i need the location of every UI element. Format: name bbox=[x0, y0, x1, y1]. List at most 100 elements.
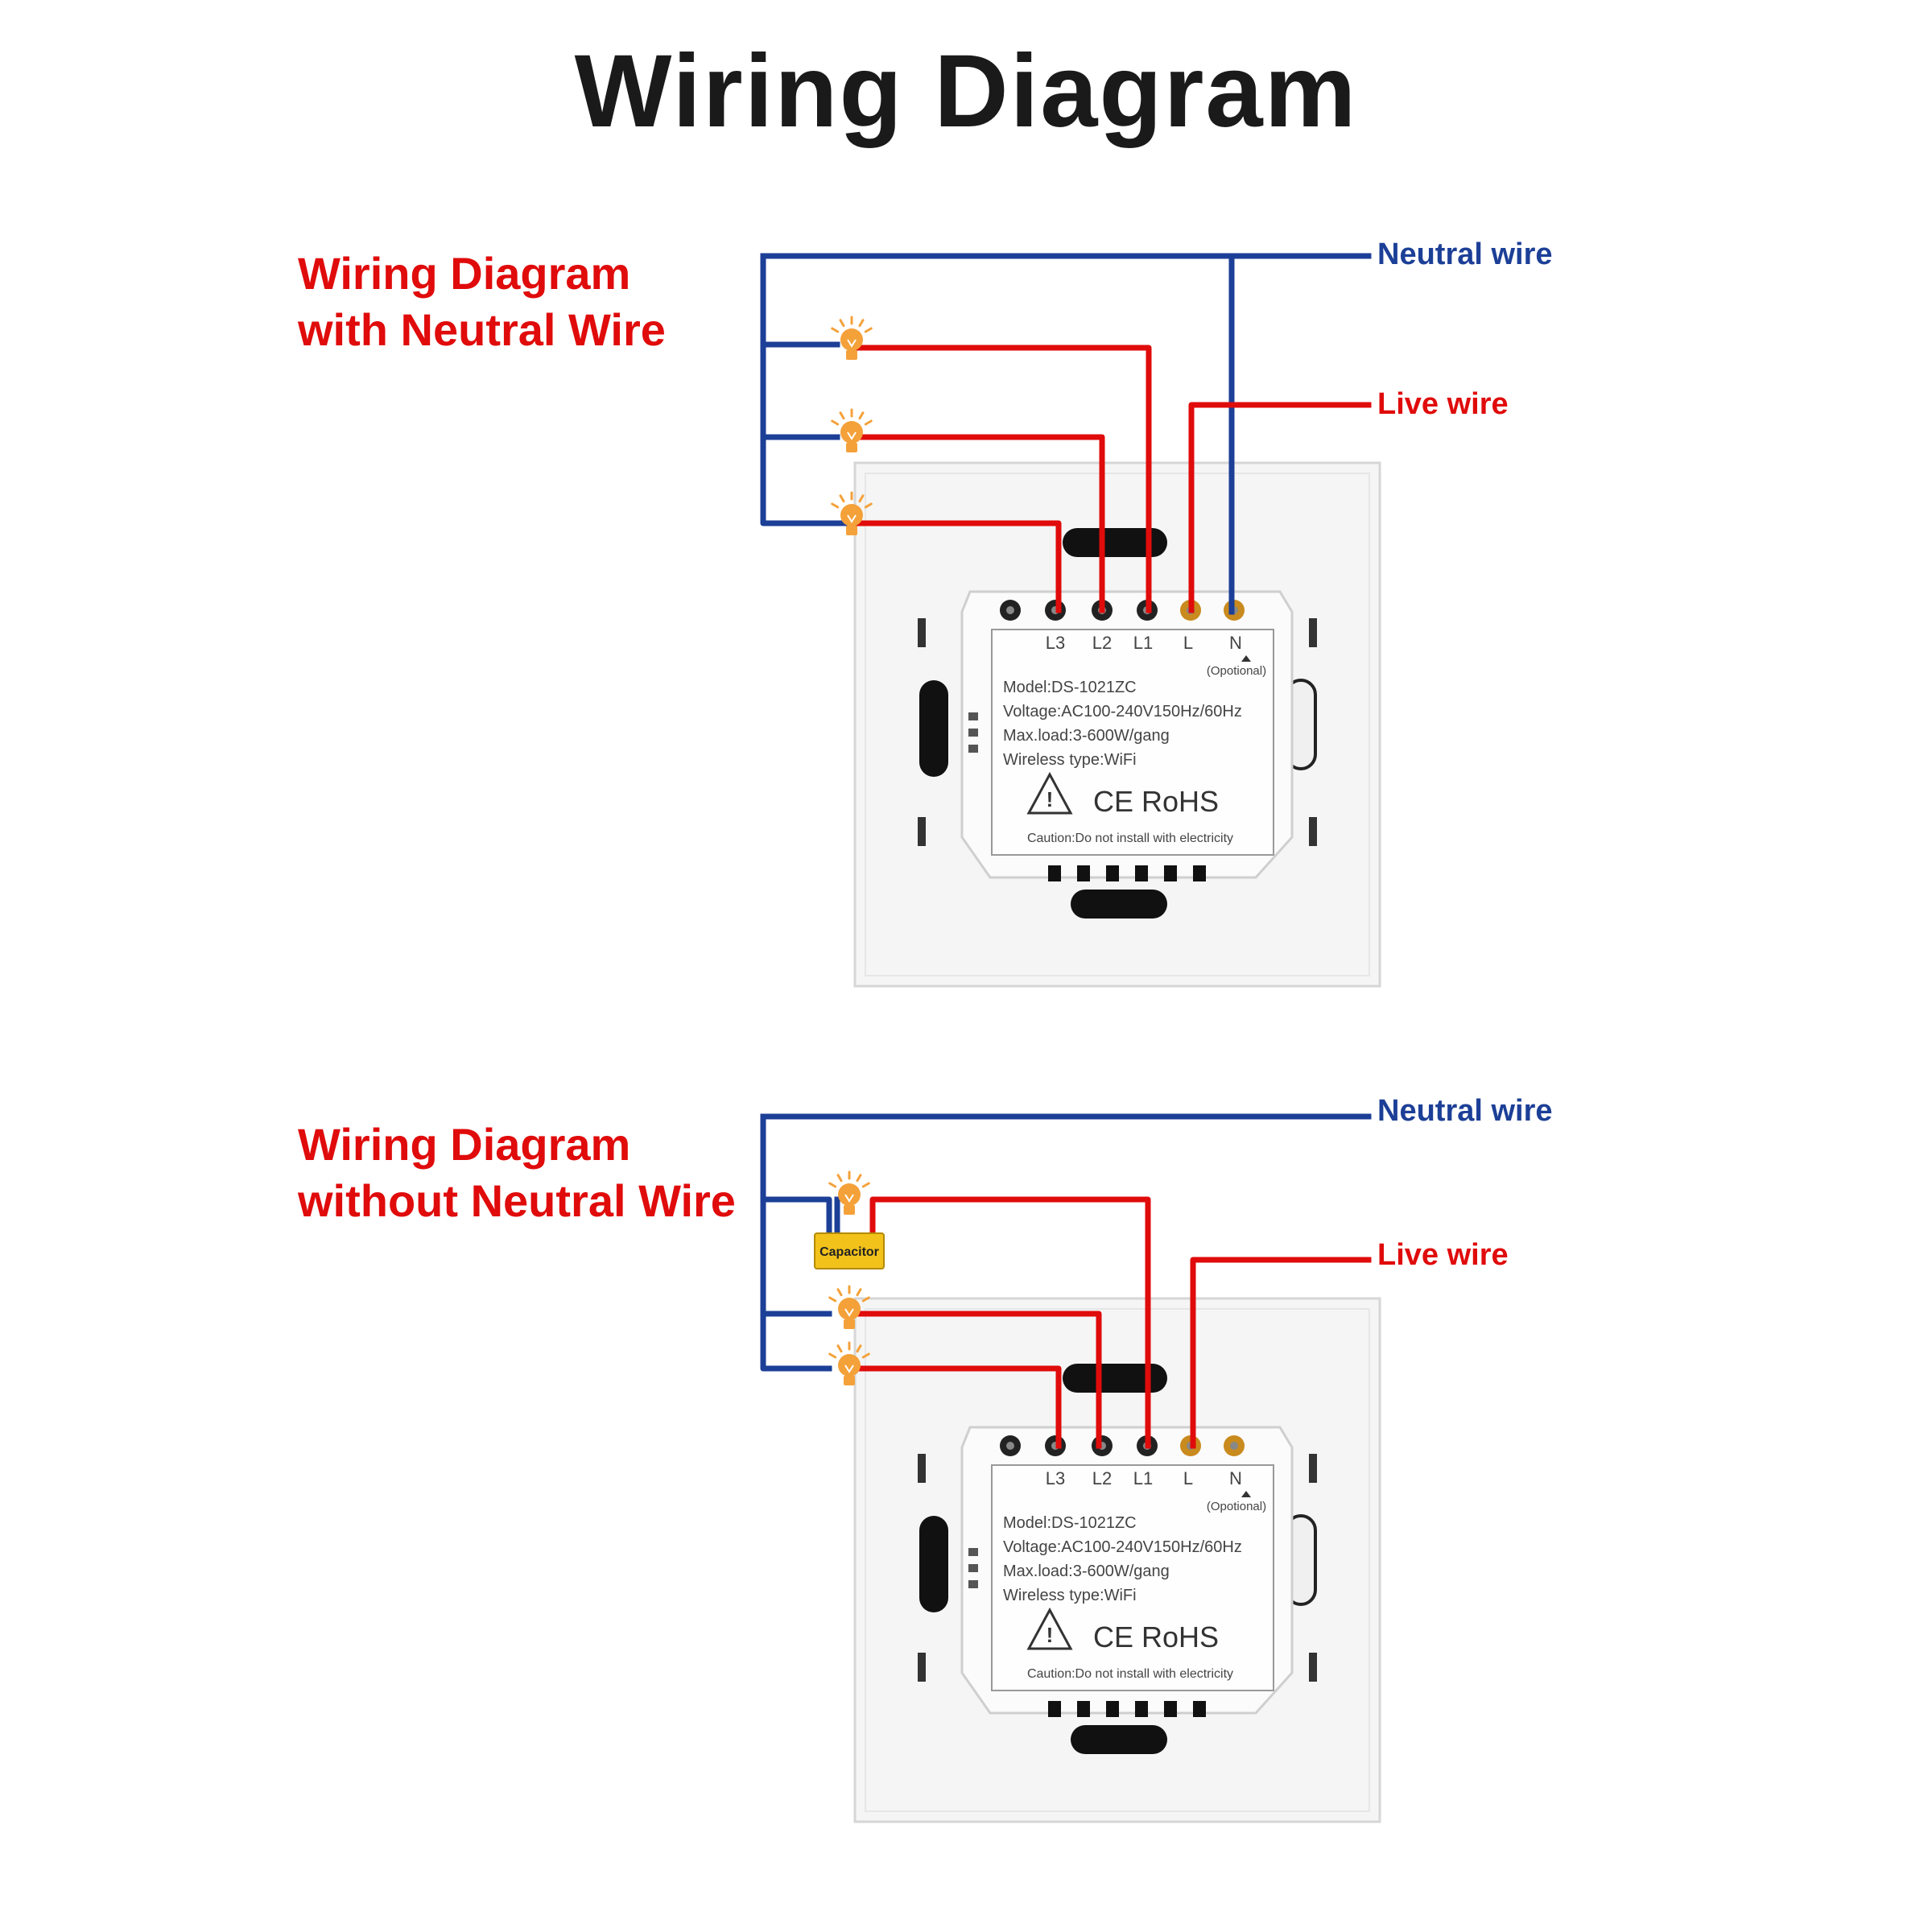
capacitor-label: Capacitor bbox=[819, 1245, 879, 1259]
warning-exclamation: ! bbox=[1046, 787, 1054, 811]
vent-slot bbox=[1193, 1701, 1206, 1717]
bulb-glass bbox=[838, 1298, 861, 1320]
bulb-ray bbox=[836, 1288, 843, 1297]
diagram-2-title: Wiring Diagram without Neutral Wire bbox=[298, 1117, 736, 1229]
bulb-ray bbox=[831, 502, 840, 509]
terminal-label-l: L bbox=[1183, 633, 1193, 653]
diagram-1-title-line2: with Neutral Wire bbox=[298, 304, 666, 355]
caution-text: Caution:Do not install with electricity bbox=[1027, 832, 1233, 845]
bulb-glass bbox=[838, 1183, 861, 1206]
warning-triangle-icon bbox=[1026, 1607, 1073, 1650]
terminal-label-n: N bbox=[1229, 1468, 1242, 1488]
model-text: Model:DS-1021ZC bbox=[1003, 679, 1137, 696]
live-wire-to-switch bbox=[1190, 1257, 1372, 1449]
bulb-glass bbox=[840, 328, 863, 351]
max-load-text: Max.load:3-600W/gang bbox=[1003, 1563, 1170, 1580]
certification-marks: CE RoHS bbox=[1093, 1620, 1219, 1653]
live-wire-l3 bbox=[852, 1365, 1062, 1449]
bulb-ray bbox=[839, 319, 845, 328]
bulb-filament bbox=[844, 1308, 854, 1317]
bulb-ray bbox=[828, 1182, 837, 1188]
bulb-ray bbox=[856, 1344, 862, 1353]
mounting-slot-bottom bbox=[1071, 890, 1167, 919]
bulb-ray bbox=[858, 411, 865, 420]
mounting-slot-left bbox=[919, 1516, 948, 1612]
optional-arrow-icon bbox=[1241, 1491, 1251, 1497]
bulb-ray bbox=[856, 1174, 862, 1183]
bulb-ray bbox=[828, 1352, 837, 1359]
light-bulb-icon bbox=[828, 1170, 870, 1215]
bulb-ray bbox=[861, 1352, 870, 1359]
bulb-ray bbox=[864, 502, 873, 509]
terminal-screw-center bbox=[1006, 1442, 1014, 1450]
bulb-glass bbox=[840, 504, 863, 526]
diagram-2-neutral-label: Neutral wire bbox=[1377, 1094, 1553, 1128]
clip-mark bbox=[918, 618, 926, 647]
light-bulb-icon bbox=[828, 1285, 870, 1329]
side-vent bbox=[968, 745, 978, 753]
clip-mark bbox=[1309, 1454, 1317, 1483]
vent-slot bbox=[1135, 865, 1148, 881]
bulb-ray bbox=[861, 1182, 870, 1188]
side-vent bbox=[968, 1580, 978, 1588]
module-label-plate bbox=[991, 1464, 1274, 1691]
module-label-plate bbox=[991, 629, 1274, 856]
terminal-label-l1: L1 bbox=[1133, 1468, 1153, 1488]
live-wire-l1 bbox=[852, 345, 1152, 613]
certification-marks: CE RoHS bbox=[1093, 785, 1219, 818]
mounting-slot-top bbox=[1063, 1364, 1167, 1393]
bulb-glass bbox=[840, 421, 863, 444]
diagram-2-title-line2: without Neutral Wire bbox=[298, 1175, 736, 1226]
clip-mark bbox=[1309, 618, 1317, 647]
light-bulb-icon bbox=[828, 1341, 870, 1385]
max-load-text: Max.load:3-600W/gang bbox=[1003, 727, 1170, 745]
side-vent bbox=[968, 1548, 978, 1556]
light-bulb-icon bbox=[831, 408, 873, 452]
model-text: Model:DS-1021ZC bbox=[1003, 1514, 1137, 1532]
wall-plate-inner-edge bbox=[865, 1308, 1370, 1812]
capacitor-component bbox=[814, 1232, 885, 1269]
vent-slot bbox=[1164, 1701, 1177, 1717]
page-title: Wiring Diagram bbox=[574, 34, 1358, 149]
wall-plate-inner-edge bbox=[865, 473, 1370, 976]
bulb-ray bbox=[839, 411, 845, 420]
clip-mark bbox=[1309, 1653, 1317, 1682]
light-bulb-icon bbox=[831, 491, 873, 535]
terminal-label-l3: L3 bbox=[1046, 633, 1065, 653]
bulb-filament bbox=[847, 431, 857, 440]
vent-slot bbox=[1135, 1701, 1148, 1717]
terminal-label-l1: L1 bbox=[1133, 633, 1153, 653]
vent-slot bbox=[1164, 865, 1177, 881]
wireless-text: Wireless type:WiFi bbox=[1003, 1587, 1137, 1604]
vent-slot bbox=[1077, 1701, 1090, 1717]
bulb-ray bbox=[839, 494, 845, 503]
voltage-text: Voltage:AC100-240V150Hz/60Hz bbox=[1003, 703, 1242, 720]
terminal-label-l: L bbox=[1183, 1468, 1193, 1488]
live-wire-l3 bbox=[852, 520, 1062, 613]
bulb-filament bbox=[844, 1194, 854, 1203]
bulb-filament bbox=[847, 339, 857, 348]
bulb-ray bbox=[828, 1296, 837, 1302]
side-vent bbox=[968, 1564, 978, 1572]
clip-mark bbox=[918, 817, 926, 846]
optional-note: (Opotional) bbox=[1207, 1500, 1266, 1513]
diagram-1-title-line1: Wiring Diagram bbox=[298, 248, 631, 299]
side-vent bbox=[968, 729, 978, 737]
diagram-1-title: Wiring Diagram with Neutral Wire bbox=[298, 246, 666, 358]
bulb-base bbox=[844, 1205, 855, 1215]
bulb-ray bbox=[831, 327, 840, 333]
terminal-label-l2: L2 bbox=[1092, 1468, 1112, 1488]
neutral-to-capacitor bbox=[760, 1196, 832, 1241]
bulb-base bbox=[844, 1319, 855, 1329]
terminal-screw-center bbox=[1006, 606, 1014, 614]
bulb-base bbox=[846, 526, 857, 535]
live-wire-to-switch bbox=[1188, 402, 1372, 613]
vent-slot bbox=[1048, 1701, 1061, 1717]
bulb-ray bbox=[831, 419, 840, 426]
bulb-ray bbox=[858, 319, 865, 328]
terminal-label-l2: L2 bbox=[1092, 633, 1112, 653]
